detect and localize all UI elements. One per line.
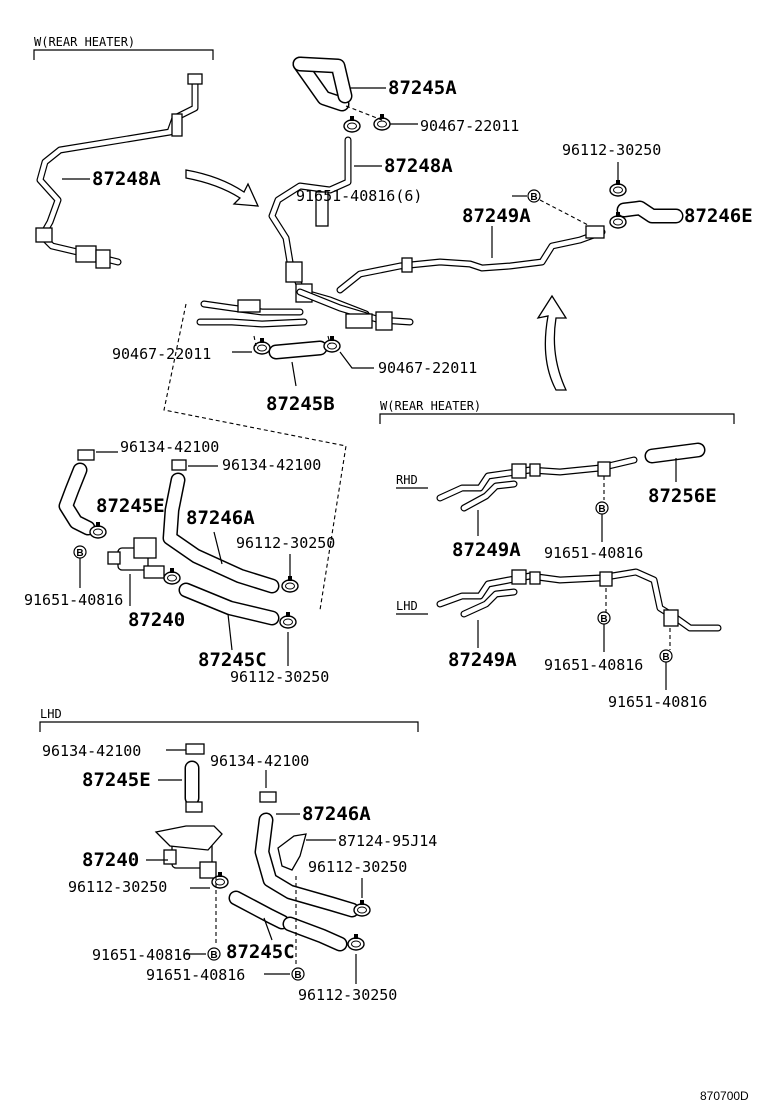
label-clamp-96134-lhd-a: 96134-42100 — [42, 742, 141, 760]
label-clamp-96134-a: 96134-42100 — [120, 438, 219, 456]
hose-87256E — [644, 442, 706, 464]
label-bolt-91651-mid: 91651-40816 — [24, 591, 123, 609]
label-87246E: 87246E — [684, 205, 753, 227]
label-87246A-mid: 87246A — [186, 507, 255, 529]
label-bolt-91651-rhd: 91651-40816 — [544, 544, 643, 562]
hose-87246A-mid — [162, 472, 280, 594]
label-clamp-96112-lhd-a: 96112-30250 — [68, 878, 167, 896]
label-87249A-top: 87249A — [462, 205, 531, 227]
label-bolt-91651-lhd-c: 91651-40816 — [92, 946, 191, 964]
section-rear-heater-right: W(REAR HEATER) — [379, 399, 735, 424]
section-lhd-bottom: LHD — [39, 707, 419, 732]
section-label-lhd-bottom: LHD — [40, 707, 62, 721]
label-clamp-96134-b: 96134-42100 — [222, 456, 321, 474]
label-87246A-lhd: 87246A — [302, 803, 371, 825]
label-87240-mid: 87240 — [128, 609, 185, 631]
label-87248A-left: 87248A — [92, 168, 161, 190]
label-87245E-mid: 87245E — [96, 495, 165, 517]
pipe-87248A-rear — [35, 73, 203, 269]
label-clamp-96112-mid-b: 96112-30250 — [230, 668, 329, 686]
valve-87240-mid — [107, 537, 165, 579]
clamp-96134-lhd-b — [259, 791, 277, 803]
hose-87245E-mid — [58, 462, 96, 536]
label-87245C-mid: 87245C — [198, 649, 267, 671]
pipe-stubs — [196, 299, 308, 328]
label-clamp-96134-lhd-b: 96134-42100 — [210, 752, 309, 770]
label-clamp-90467-top: 90467-22011 — [420, 117, 519, 135]
label-87245E-lhd: 87245E — [82, 769, 151, 791]
label-87245C-lhd: 87245C — [226, 941, 295, 963]
clamp-96134-b — [171, 459, 187, 471]
direction-arrow-up — [536, 294, 568, 391]
hose-87245A — [292, 56, 353, 112]
label-clamp-96112-mid-a: 96112-30250 — [236, 534, 335, 552]
label-bolt-91651-lhd-b: 91651-40816 — [608, 693, 707, 711]
direction-arrow — [185, 169, 260, 207]
label-87248A-center: 87248A — [384, 155, 453, 177]
hose-87246A-lhd — [254, 812, 360, 918]
label-clamp-90467-left: 90467-22011 — [112, 345, 211, 363]
label-87249A-rhd: 87249A — [452, 539, 521, 561]
section-rhd: RHD — [396, 473, 428, 489]
section-label-rhd: RHD — [396, 473, 418, 487]
pipe-87248A-center — [268, 136, 370, 318]
label-87249A-lhd: 87249A — [448, 649, 517, 671]
section-label-rear-heater: W(REAR HEATER) — [34, 35, 135, 49]
label-87245A: 87245A — [388, 77, 457, 99]
section-label-rear-heater-right: W(REAR HEATER) — [380, 399, 481, 413]
label-87240-lhd: 87240 — [82, 849, 139, 871]
label-clamp-90467-right: 90467-22011 — [378, 359, 477, 377]
label-bolt-91651-6: 91651-40816(6) — [296, 187, 422, 205]
label-87245B: 87245B — [266, 393, 335, 415]
hose-87245C-mid — [178, 582, 280, 626]
junction-block — [296, 288, 414, 331]
hose-87246E — [616, 200, 684, 224]
section-lhd-right: LHD — [396, 599, 428, 615]
label-87256E: 87256E — [648, 485, 717, 507]
label-bolt-91651-lhd-d: 91651-40816 — [146, 966, 245, 984]
section-label-lhd-right: LHD — [396, 599, 418, 613]
label-clamp-96112-lhd-c: 96112-30250 — [298, 986, 397, 1004]
pipe-87249A-rhd — [436, 456, 638, 512]
clamp-96134-a — [77, 449, 95, 461]
bracket-87124 — [277, 833, 307, 871]
label-bolt-91651-lhd-a: 91651-40816 — [544, 656, 643, 674]
label-clamp-96112-top: 96112-30250 — [562, 141, 661, 159]
label-clamp-96112-lhd-b: 96112-30250 — [308, 858, 407, 876]
hose-87245C-lhd — [228, 890, 348, 952]
diagram-code: 870700D — [700, 1089, 749, 1103]
hose-87245B — [268, 340, 328, 360]
valve-87240-lhd — [154, 825, 223, 879]
pipe-87249A-lhd — [436, 568, 722, 632]
clamp-96134-lhd-a — [185, 743, 205, 755]
section-rear-heater-top: W(REAR HEATER) — [33, 35, 214, 60]
pipe-87249A-top — [336, 225, 606, 294]
label-87124: 87124-95J14 — [338, 832, 437, 850]
